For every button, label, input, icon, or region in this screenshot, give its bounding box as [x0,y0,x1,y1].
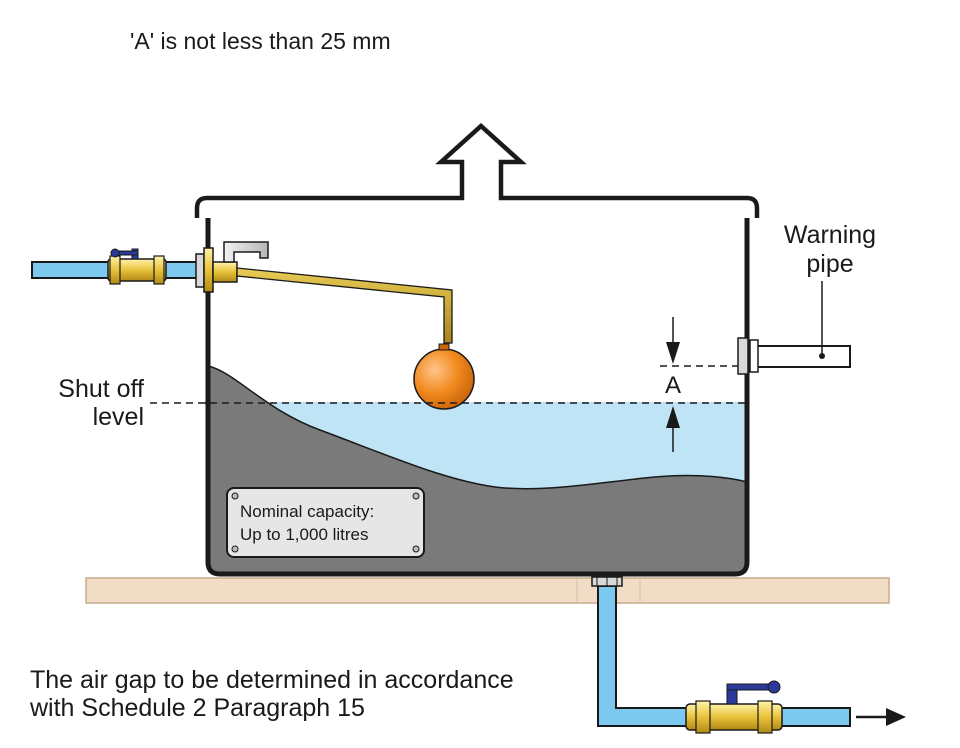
air-gap-marker: A [665,372,681,399]
float-valve-tap [223,241,269,263]
warning-pipe-label-line1: Warning [784,221,876,249]
float-ball-boss [438,343,450,351]
outlet-valve-handle-end [767,680,781,694]
timber-stand [85,577,890,604]
screw-icon [231,492,239,500]
header-note: 'A' is not less than 25 mm [130,28,391,54]
footer-note-line2: with Schedule 2 Paragraph 15 [29,694,365,722]
float-ball [413,348,475,410]
inlet-flange [203,247,214,293]
screw-icon [231,545,239,553]
inlet-back-nut [195,253,205,288]
air-gap-arrow-bottom-head [666,406,680,428]
screw-icon [412,492,420,500]
air-gap-arrow-top-head [666,342,680,364]
warning-pipe-nut [749,339,759,373]
capacity-plate-panel [226,487,425,558]
shut-off-label-line2: level [93,403,144,431]
warning-pipe-leader-dot [819,353,825,359]
outlet-valve-nut [695,700,711,734]
outlet-valve-stem [726,689,738,705]
warning-pipe [749,345,851,368]
inlet-valve-nut [109,255,121,285]
capacity-plate-line1: Nominal capacity: [240,502,374,521]
inlet-valve[interactable] [107,248,167,285]
shut-off-level-dot [205,400,211,406]
inlet-valve-nut [153,255,165,285]
shut-off-label-line1: Shut off [58,375,144,403]
capacity-plate: Nominal capacity: Up to 1,000 litres [226,487,425,558]
outlet-valve-nut [757,700,773,734]
inlet-valve-handle-end [110,248,120,258]
float-arm [236,267,453,344]
flow-arrow-head [886,708,906,726]
screw-icon [412,545,420,553]
capacity-plate-line2: Up to 1,000 litres [240,525,369,544]
warning-pipe-label-line2: pipe [806,250,853,278]
tank-wall [205,218,750,577]
outlet-valve[interactable] [685,680,783,734]
float-valve-body [212,261,238,283]
footer-note-line1: The air gap to be determined in accordan… [30,666,514,694]
tank-lid [194,122,760,218]
outlet-valve-handle[interactable] [726,683,772,691]
warning-pipe-flange [737,337,749,375]
